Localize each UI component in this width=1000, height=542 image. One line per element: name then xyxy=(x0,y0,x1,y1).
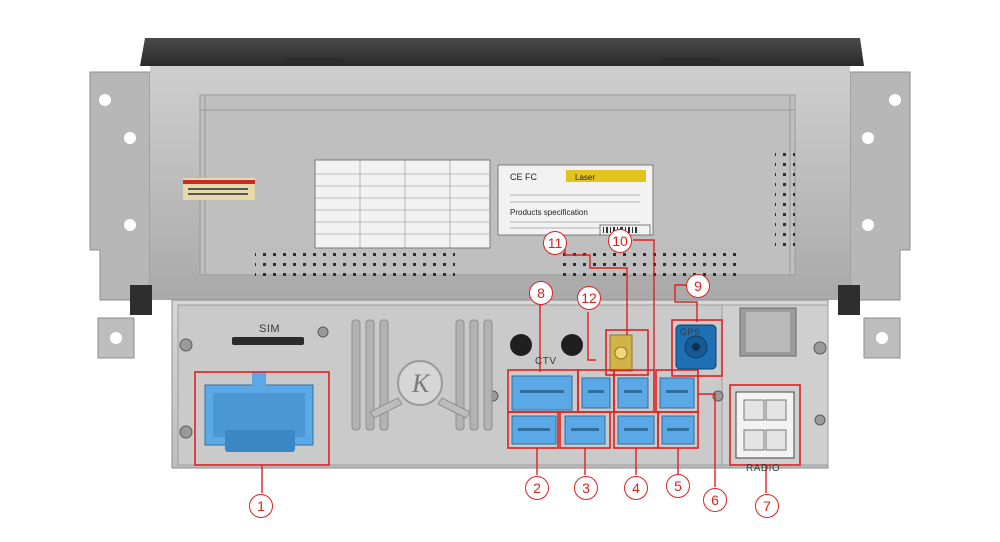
callout-6: 6 xyxy=(703,488,727,512)
sim-label: SIM xyxy=(259,323,281,335)
callout-2: 2 xyxy=(525,476,549,500)
sticker-title-text: Products specification xyxy=(510,208,588,217)
ctv-label: CTV xyxy=(535,356,557,367)
radio-label: RADIO xyxy=(746,463,781,474)
highlight-box-7 xyxy=(729,384,801,466)
callout-8: 8 xyxy=(529,281,553,305)
callout-11: 11 xyxy=(543,231,567,255)
brand-logo: K xyxy=(411,369,431,398)
callout-5: 5 xyxy=(666,474,690,498)
callout-9: 9 xyxy=(686,274,710,298)
callout-12: 12 xyxy=(577,286,601,310)
callout-1: 1 xyxy=(249,494,273,518)
callout-4: 4 xyxy=(624,476,648,500)
sticker-marks-text: CE FC xyxy=(510,172,538,182)
callout-10: 10 xyxy=(608,229,632,253)
callout-3: 3 xyxy=(574,476,598,500)
gps-label: GPS xyxy=(680,327,701,337)
sticker-warning-text: Laser xyxy=(575,173,595,182)
callout-7: 7 xyxy=(755,494,779,518)
highlight-box-2 xyxy=(507,411,559,449)
